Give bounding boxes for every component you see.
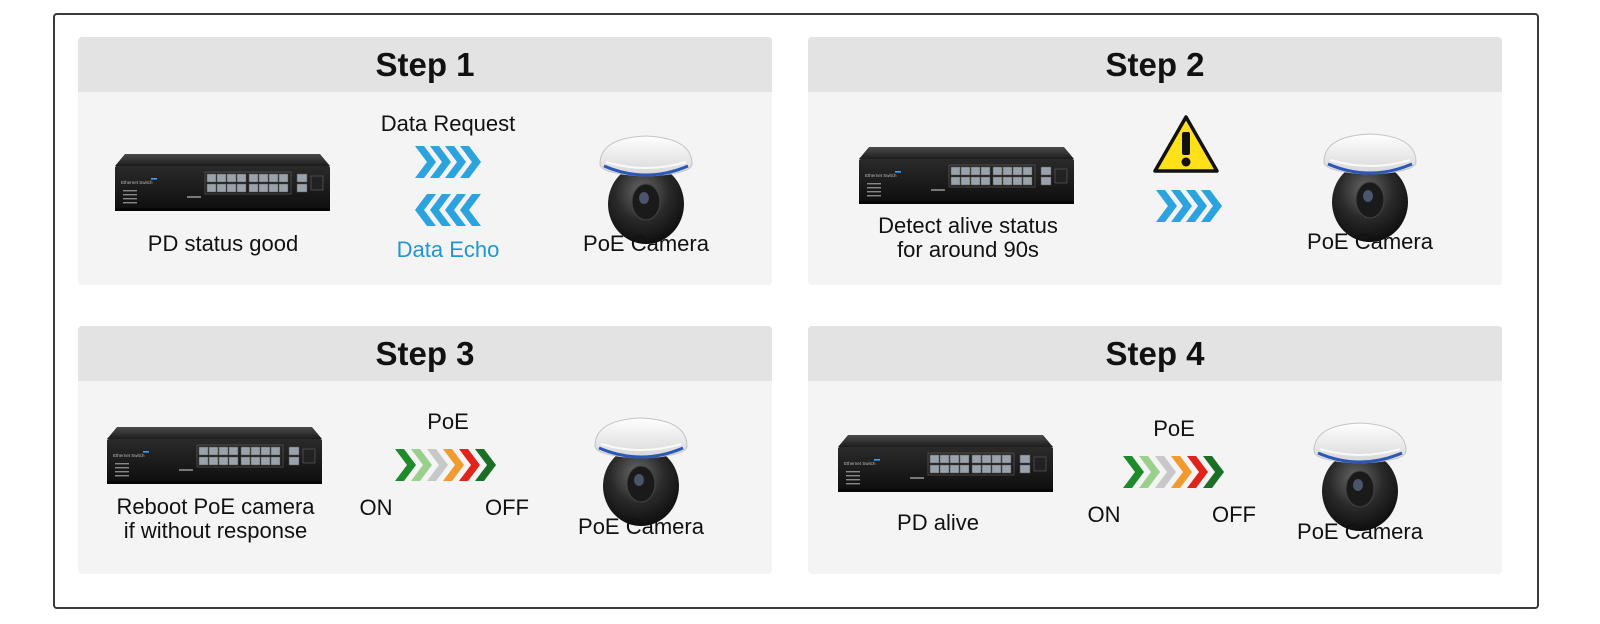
- step-4-title: Step 4: [808, 326, 1502, 381]
- step-1-panel: Step 1 PD status good Data Request Data …: [78, 37, 772, 285]
- on-label: ON: [1087, 502, 1121, 527]
- step-3-title: Step 3: [78, 326, 772, 381]
- chevron-arrows-icon: [1156, 190, 1222, 222]
- poe-label: PoE: [1153, 416, 1195, 441]
- step-4-panel: Step 4 PD alive PoE ON OFF PoE Camera: [808, 326, 1502, 574]
- switch-icon: [115, 154, 330, 212]
- step-2-title: Step 2: [808, 37, 1502, 92]
- off-label: OFF: [485, 495, 529, 520]
- warning-icon: [1153, 115, 1219, 173]
- off-label: OFF: [1212, 502, 1256, 527]
- dome-camera-icon: [598, 134, 694, 246]
- step-2-caption-line2: for around 90s: [897, 237, 1039, 262]
- dome-camera-icon: [1312, 421, 1408, 533]
- chevron-arrows-icon: [395, 449, 496, 481]
- step-2-panel: Step 2 Detect alive status for around 90…: [808, 37, 1502, 285]
- step-1-switch-caption: PD status good: [147, 231, 299, 256]
- step-1-camera-caption: PoE Camera: [583, 231, 709, 256]
- dome-camera-icon: [1322, 132, 1418, 244]
- data-echo-label: Data Echo: [396, 237, 500, 262]
- step-4-camera-caption: PoE Camera: [1297, 519, 1423, 544]
- switch-icon: [859, 147, 1074, 205]
- step-3-camera-caption: PoE Camera: [578, 514, 704, 539]
- step-2-camera-caption: PoE Camera: [1307, 229, 1433, 254]
- switch-icon: [838, 435, 1053, 493]
- step-2-caption-line1: Detect alive status: [878, 213, 1058, 238]
- chevron-arrows-icon: [415, 146, 481, 178]
- chevron-arrows-icon: [415, 194, 481, 226]
- on-label: ON: [359, 495, 393, 520]
- step-3-caption-line2: if without response: [123, 518, 308, 543]
- step-3-caption-line1: Reboot PoE camera: [116, 494, 315, 519]
- poe-label: PoE: [427, 409, 469, 434]
- switch-icon: [107, 427, 322, 485]
- step-4-switch-caption: PD alive: [897, 510, 979, 535]
- data-request-label: Data Request: [380, 111, 516, 136]
- chevron-arrows-icon: [1123, 456, 1224, 488]
- step-3-panel: Step 3 Reboot PoE camera if without resp…: [78, 326, 772, 574]
- step-1-title: Step 1: [78, 37, 772, 92]
- dome-camera-icon: [593, 416, 689, 528]
